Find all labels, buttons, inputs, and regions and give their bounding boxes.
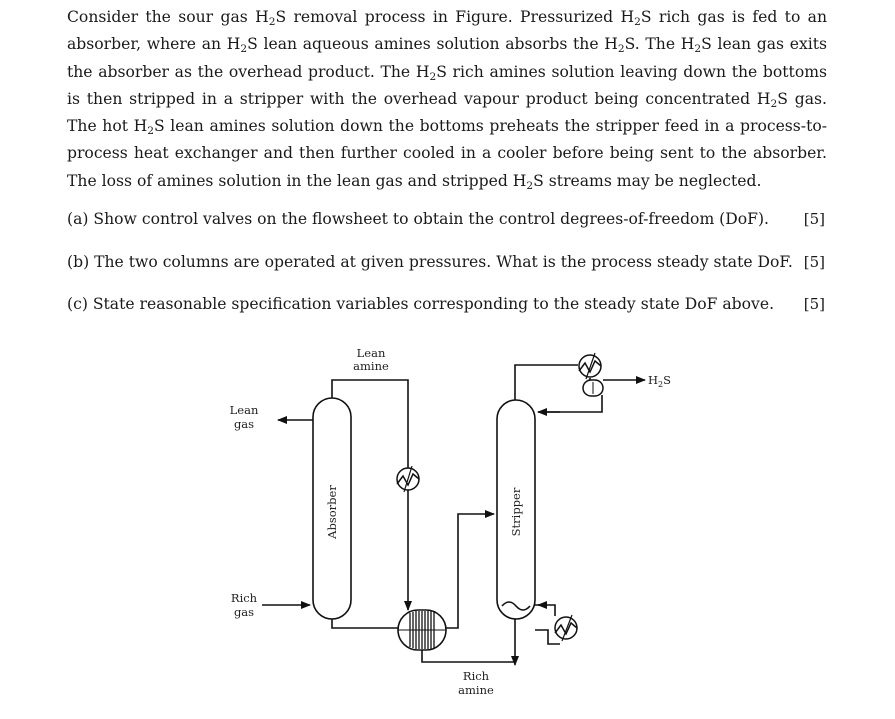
label-lean-gas-2: gas	[234, 417, 254, 431]
label-rich-gas-2: gas	[234, 605, 254, 619]
label-lean-amine-1: Lean	[357, 346, 386, 360]
question-a: (a) Show control valves on the flowsheet…	[67, 210, 825, 228]
label-h2s: H2S	[648, 373, 671, 389]
label-stripper: Stripper	[509, 487, 523, 536]
label-rich-amine-1: Rich	[463, 669, 490, 683]
reboiler	[554, 614, 578, 642]
question-c: (c) State reasonable specification varia…	[67, 295, 825, 313]
stripper-column	[496, 399, 536, 620]
label-lean-amine-2: amine	[353, 359, 389, 373]
condenser	[578, 352, 602, 380]
reflux-drum	[582, 379, 604, 397]
label-absorber: Absorber	[325, 485, 339, 540]
label-rich-gas-1: Rich	[231, 591, 258, 605]
heat-exchanger	[397, 609, 447, 651]
cooler	[396, 465, 420, 493]
problem-statement: Consider the sour gas H2S removal proces…	[67, 8, 828, 192]
label-rich-amine-2: amine	[458, 683, 494, 697]
label-lean-gas-1: Lean	[230, 403, 259, 417]
question-b: (b) The two columns are operated at give…	[67, 253, 825, 271]
